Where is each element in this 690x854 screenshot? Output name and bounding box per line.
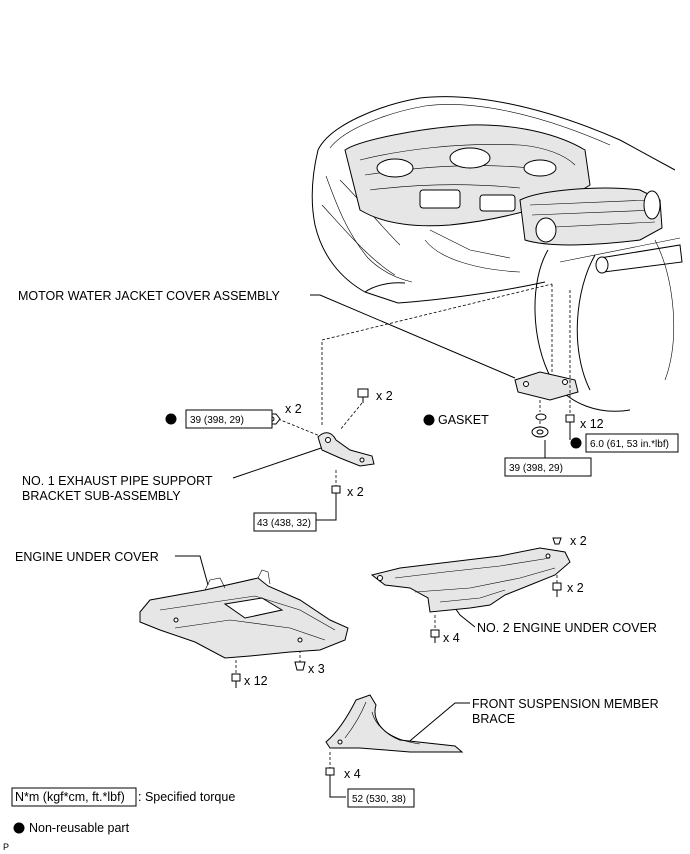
torque-value: 39 (398, 29) bbox=[509, 463, 563, 474]
exhaust-bracket-label: NO. 1 EXHAUST PIPE SUPPORT bbox=[22, 474, 213, 488]
torque-box bbox=[185, 409, 273, 429]
torque-box bbox=[504, 457, 592, 477]
quantity-label: x 2 bbox=[285, 402, 302, 416]
exhaust-bracket-label-2: BRACKET SUB-ASSEMBLY bbox=[22, 489, 181, 503]
engine-under-cover-part bbox=[139, 569, 349, 659]
non-reusable-dot bbox=[165, 413, 177, 425]
bolt-icon bbox=[231, 673, 241, 688]
non-reusable-dot bbox=[570, 437, 582, 449]
quantity-label: x 2 bbox=[570, 534, 587, 548]
corner-mark: P bbox=[3, 842, 9, 852]
bolt-icon bbox=[565, 414, 575, 432]
quantity-label: x 12 bbox=[244, 674, 268, 688]
bolt-icon bbox=[357, 388, 369, 403]
front-suspension-brace-label-2: BRACE bbox=[472, 712, 515, 726]
quantity-label: x 4 bbox=[443, 631, 460, 645]
quantity-label: x 12 bbox=[580, 417, 604, 431]
torque-value: 39 (398, 29) bbox=[190, 415, 244, 426]
bolt-icon bbox=[325, 767, 335, 782]
quantity-label: x 2 bbox=[567, 581, 584, 595]
leader-lines bbox=[175, 283, 571, 798]
exhaust-bracket-part bbox=[317, 432, 375, 467]
legend-nonreusable-text: Non-reusable part bbox=[29, 821, 130, 835]
front-suspension-brace-part bbox=[325, 694, 464, 753]
clip-icon bbox=[294, 661, 306, 671]
torque-box bbox=[585, 433, 679, 453]
quantity-label: x 2 bbox=[347, 485, 364, 499]
torque-value: 52 (530, 38) bbox=[352, 794, 406, 805]
legend-torque-box bbox=[11, 787, 137, 807]
non-reusable-dot bbox=[423, 414, 435, 426]
non-reusable-dot bbox=[13, 822, 25, 834]
bolt-icon bbox=[331, 485, 341, 500]
torque-box bbox=[253, 512, 317, 532]
torque-value: 6.0 (61, 53 in.*lbf) bbox=[590, 439, 669, 450]
front-suspension-brace-label: FRONT SUSPENSION MEMBER bbox=[472, 697, 659, 711]
gasket-label: GASKET bbox=[438, 413, 489, 427]
legend-torque-unit: N*m (kgf*cm, ft.*lbf) bbox=[15, 790, 125, 804]
motor-water-jacket-label: MOTOR WATER JACKET COVER ASSEMBLY bbox=[18, 289, 281, 303]
legend-torque-text: : Specified torque bbox=[138, 790, 235, 804]
no2-engine-under-cover-label: NO. 2 ENGINE UNDER COVER bbox=[477, 621, 657, 635]
quantity-label: x 3 bbox=[308, 662, 325, 676]
no2-engine-under-cover-part bbox=[370, 547, 571, 613]
bolt-icon bbox=[430, 629, 440, 643]
torque-value: 43 (438, 32) bbox=[257, 518, 311, 529]
vehicle-engine-bay-illustration bbox=[311, 96, 683, 438]
engine-under-cover-label: ENGINE UNDER COVER bbox=[15, 550, 159, 564]
clip-icon bbox=[552, 537, 562, 545]
bolt-icon bbox=[552, 582, 562, 597]
torque-box bbox=[347, 788, 415, 808]
quantity-label: x 4 bbox=[344, 767, 361, 781]
quantity-label: x 2 bbox=[376, 389, 393, 403]
